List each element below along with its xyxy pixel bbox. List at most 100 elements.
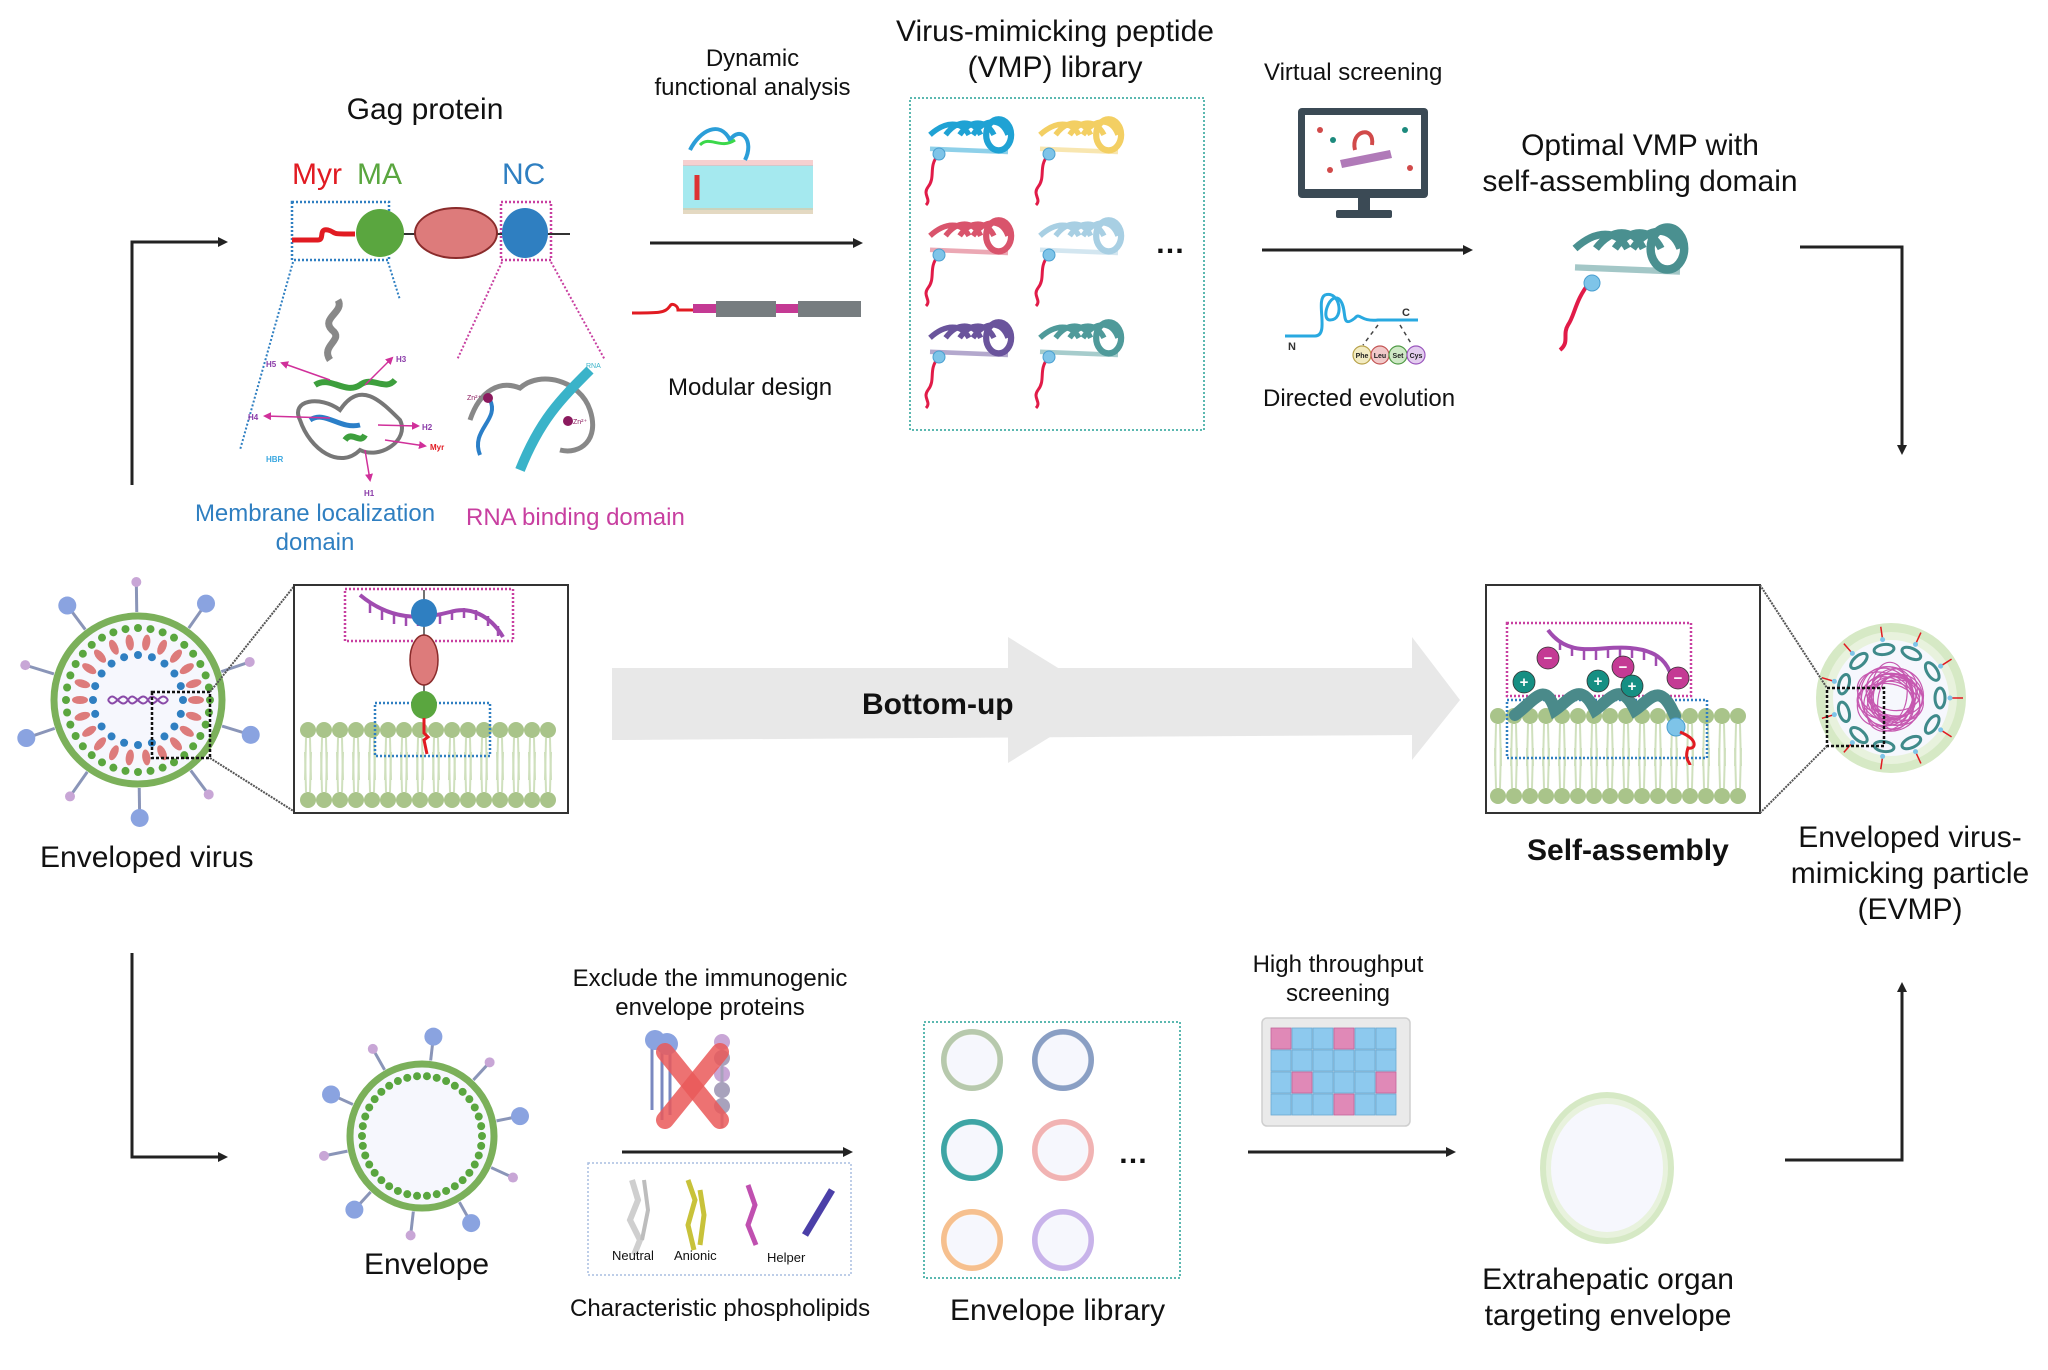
- negative-charge: [1666, 666, 1690, 690]
- capsid-unit: [157, 639, 168, 655]
- lipid-head: [444, 722, 460, 738]
- high-throughput-line1: High throughput: [1252, 951, 1424, 978]
- rna-coil: [1866, 675, 1914, 732]
- lipid-head: [1538, 788, 1554, 804]
- lipid-head: [1570, 708, 1586, 724]
- evmp-tail: [1843, 742, 1853, 753]
- terminal-n-label: N: [1288, 341, 1296, 353]
- rna-coil: [1860, 666, 1914, 722]
- well-D5: [1354, 1093, 1376, 1116]
- ma-domain: [356, 209, 404, 257]
- matrix-dot: [121, 625, 130, 634]
- lipid-tail: [1734, 747, 1737, 789]
- capsid-unit: [169, 737, 183, 751]
- optimal-vmp-title-line2: self-assembling domain: [1482, 165, 1798, 198]
- modular-design-label: Modular design: [668, 374, 833, 401]
- well-B5: [1354, 1049, 1376, 1072]
- dynamic-label-line2: functional analysis: [654, 73, 851, 101]
- lipid-head: [460, 722, 476, 738]
- envelope-dot: [432, 1073, 441, 1082]
- lipid-head: [492, 722, 508, 738]
- lipid-tail: [341, 751, 344, 793]
- vmp-tail: [1034, 255, 1050, 308]
- matrix-dot: [201, 671, 210, 680]
- well-A1: [1270, 1027, 1292, 1050]
- evmp-tail: [1821, 676, 1834, 682]
- lipid-tail: [1606, 747, 1609, 789]
- residue-label: Cys: [1410, 353, 1423, 360]
- envelope-dot: [403, 1190, 412, 1199]
- nucleocapsid-dot: [97, 669, 106, 678]
- evmp-peptide: [1836, 700, 1852, 724]
- structure-label-zn-2: Zn²⁺: [573, 419, 588, 426]
- terminal-c-label: C: [1402, 307, 1410, 319]
- nucleocapsid-dot: [160, 732, 169, 741]
- envelope-dot: [450, 1081, 459, 1090]
- evmp-peptide: [1849, 725, 1869, 745]
- lipid-tail: [1659, 747, 1662, 789]
- envelope-dot: [403, 1073, 412, 1082]
- vmp-library-title: Virus-mimicking peptide (VMP) library: [870, 14, 1240, 86]
- envelope-ring-inner: [1037, 1124, 1089, 1176]
- matrix-dot: [170, 633, 178, 642]
- structure-label-h1: H1: [364, 489, 375, 498]
- envelope-dot: [358, 1132, 366, 1140]
- matrix-dot: [87, 640, 96, 649]
- evmp-peptide: [1933, 686, 1947, 710]
- phospholipid-type-neutral: Neutral: [612, 1248, 654, 1263]
- evmp-particle-illustration: [1759, 584, 1966, 814]
- well-B6: [1375, 1049, 1397, 1072]
- vmp-helix: [930, 119, 1011, 152]
- nucleocapsid-dot: [170, 722, 179, 731]
- ma-structure: H5 H3 H4 H2 Myr HBR H1: [248, 298, 444, 498]
- envelope-library-box: [923, 1021, 1181, 1279]
- lipid-tail: [1739, 747, 1742, 789]
- lipid-tail: [1675, 747, 1678, 789]
- lipid-tail: [549, 751, 552, 793]
- phospholipid-molecules: [626, 1179, 836, 1257]
- structure-label-myr: Myr: [430, 443, 444, 452]
- matrix-dot: [170, 758, 178, 767]
- exclude-proteins-label: Exclude the immunogenic envelope protein…: [560, 965, 860, 1023]
- envelope-spike-bead: [367, 1043, 378, 1054]
- spike-head: [130, 808, 149, 827]
- envelope-ring-inner: [1037, 1034, 1089, 1086]
- vmp-anchor: [1042, 248, 1056, 262]
- capsid-unit: [125, 749, 134, 766]
- matrix-dot: [63, 683, 72, 692]
- optimal-vmp-tail: [1558, 274, 1601, 352]
- envelope-dot: [393, 1186, 402, 1195]
- well-A2: [1291, 1027, 1313, 1050]
- vmp-helix: [1040, 119, 1121, 152]
- envelope-dot: [458, 1176, 467, 1185]
- envelope-spike-head: [462, 1214, 481, 1233]
- lipid-tail: [1590, 747, 1593, 789]
- vmp-anchor: [932, 248, 946, 262]
- evmp-peptide: [1849, 651, 1869, 671]
- envelope-spike-bead: [318, 1150, 329, 1161]
- well-C6: [1375, 1071, 1397, 1094]
- envelope-ring: [1032, 1119, 1094, 1181]
- lipid-tail: [1574, 747, 1577, 789]
- spike-head: [197, 594, 216, 613]
- nucleocapsid-dot: [179, 696, 187, 704]
- evmp-tail: [1915, 752, 1922, 764]
- envelope-dot: [470, 1103, 479, 1112]
- envelope-ring: [941, 1209, 1003, 1271]
- lipid-head: [396, 722, 412, 738]
- well-C3: [1312, 1071, 1334, 1094]
- vmp-helix: [930, 220, 1011, 253]
- targeting-envelope-label: Extrahepatic organ targeting envelope: [1470, 1262, 1746, 1334]
- envelope-dot: [470, 1160, 479, 1169]
- envelope-dot: [465, 1168, 474, 1177]
- lipid-head: [460, 792, 476, 808]
- lipid-head: [396, 792, 412, 808]
- lipid-head: [1650, 708, 1666, 724]
- envelope-dot: [377, 1176, 386, 1185]
- lipid-head: [524, 792, 540, 808]
- rna-domain-box: [499, 200, 553, 262]
- lipid-head: [508, 722, 524, 738]
- well-A6: [1375, 1027, 1397, 1050]
- lipid-tail: [304, 751, 307, 793]
